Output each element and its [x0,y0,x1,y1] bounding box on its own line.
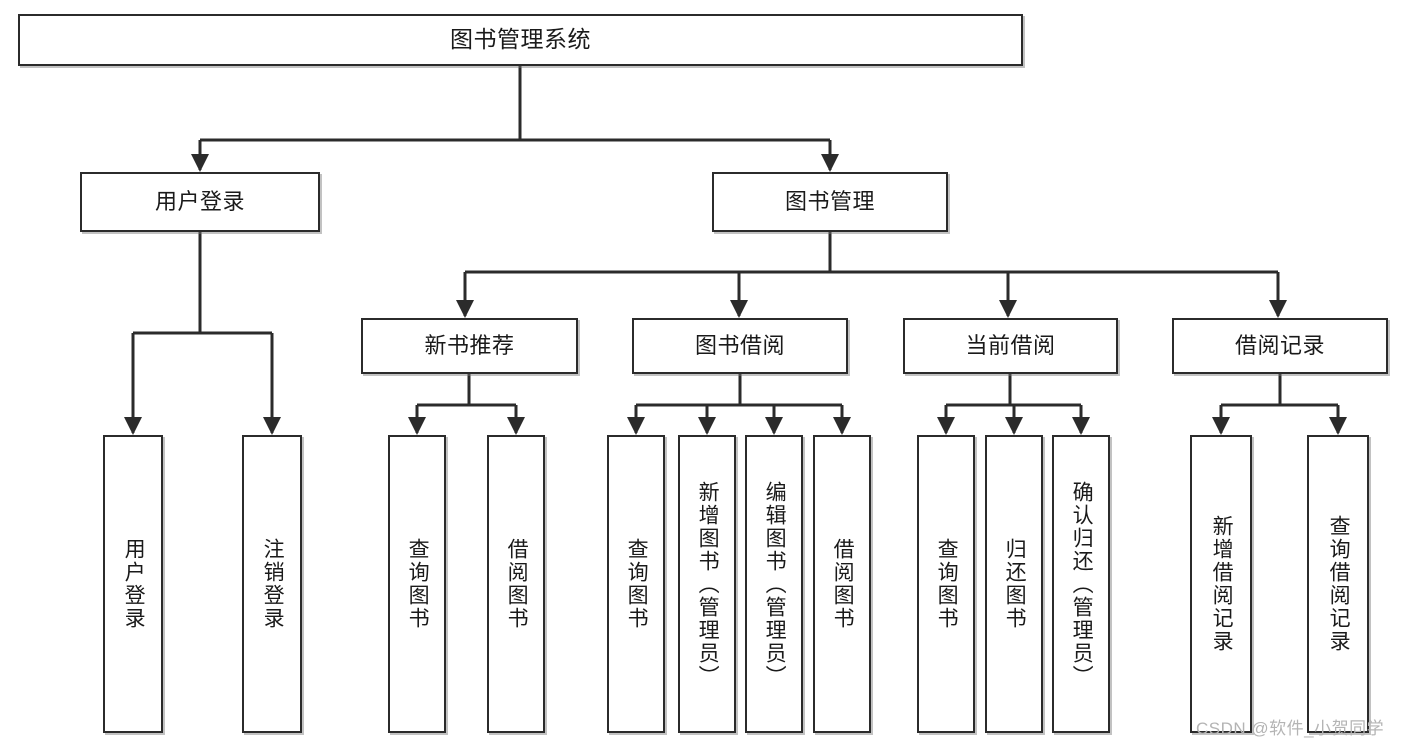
node-leaf-user-logout[interactable]: 注销登录 [242,435,302,733]
node-label: 确认归还（管理员） [1070,480,1094,688]
node-label: 查询图书 [406,538,430,630]
node-label: 新增图书（管理员） [696,480,720,688]
node-label: 借阅图书 [831,538,855,630]
node-leaf-add-record[interactable]: 新增借阅记录 [1190,435,1252,733]
node-label: 查询图书 [625,538,649,630]
node-label: 图书管理系统 [450,26,591,53]
arrow-head-root-to-level2-0 [191,154,209,172]
arrow-head-user-login-to-leaves-0 [124,417,142,435]
node-leaf-query-book-2[interactable]: 查询图书 [607,435,665,733]
arrow-head-user-login-to-leaves-1 [263,417,281,435]
node-label: 当前借阅 [965,332,1056,358]
arrow-head-new-book-to-leaves-1 [507,417,525,435]
node-leaf-edit-book[interactable]: 编辑图书（管理员） [745,435,803,733]
node-root[interactable]: 图书管理系统 [18,14,1023,66]
node-label: 图书借阅 [694,332,785,358]
arrow-head-root-to-level2-1 [821,154,839,172]
arrow-head-book-manage-to-level3-3 [1269,300,1287,318]
node-label: 用户登录 [154,188,245,214]
arrow-head-book-borrow-to-leaves-1 [698,417,716,435]
node-label: 新书推荐 [424,332,515,358]
node-label: 新增借阅记录 [1210,515,1234,653]
node-leaf-query-book-1[interactable]: 查询图书 [388,435,446,733]
node-label: 编辑图书（管理员） [763,480,787,688]
node-leaf-confirm-return[interactable]: 确认归还（管理员） [1052,435,1110,733]
arrow-head-book-borrow-to-leaves-2 [765,417,783,435]
node-label: 查询图书 [935,538,959,630]
node-user-login[interactable]: 用户登录 [80,172,320,232]
node-book-borrow[interactable]: 图书借阅 [632,318,848,374]
node-label: 用户登录 [122,538,146,630]
arrow-head-book-borrow-to-leaves-3 [833,417,851,435]
node-borrow-record[interactable]: 借阅记录 [1172,318,1388,374]
node-book-manage[interactable]: 图书管理 [712,172,948,232]
node-current-borrow[interactable]: 当前借阅 [903,318,1118,374]
arrow-head-current-borrow-to-leaves-0 [937,417,955,435]
arrow-head-book-manage-to-level3-1 [730,300,748,318]
node-leaf-query-book-3[interactable]: 查询图书 [917,435,975,733]
arrow-head-book-manage-to-level3-2 [999,300,1017,318]
node-leaf-return-book[interactable]: 归还图书 [985,435,1043,733]
watermark-text: CSDN @软件_小贺同学 [1196,719,1385,738]
node-new-book-recommend[interactable]: 新书推荐 [361,318,578,374]
node-label: 图书管理 [784,188,875,214]
node-leaf-borrow-book-2[interactable]: 借阅图书 [813,435,871,733]
node-label: 注销登录 [261,538,285,630]
arrow-head-book-borrow-to-leaves-0 [627,417,645,435]
arrow-head-current-borrow-to-leaves-1 [1005,417,1023,435]
arrow-head-borrow-record-to-leaves-1 [1329,417,1347,435]
arrow-head-book-manage-to-level3-0 [456,300,474,318]
node-leaf-query-record[interactable]: 查询借阅记录 [1307,435,1369,733]
arrow-head-current-borrow-to-leaves-2 [1072,417,1090,435]
node-leaf-borrow-book-1[interactable]: 借阅图书 [487,435,545,733]
node-leaf-add-book[interactable]: 新增图书（管理员） [678,435,736,733]
arrow-head-new-book-to-leaves-0 [408,417,426,435]
node-label: 查询借阅记录 [1327,515,1351,653]
arrow-head-borrow-record-to-leaves-0 [1212,417,1230,435]
node-label: 借阅记录 [1234,332,1325,358]
node-label: 借阅图书 [505,538,529,630]
node-label: 归还图书 [1003,538,1027,630]
node-leaf-user-login[interactable]: 用户登录 [103,435,163,733]
